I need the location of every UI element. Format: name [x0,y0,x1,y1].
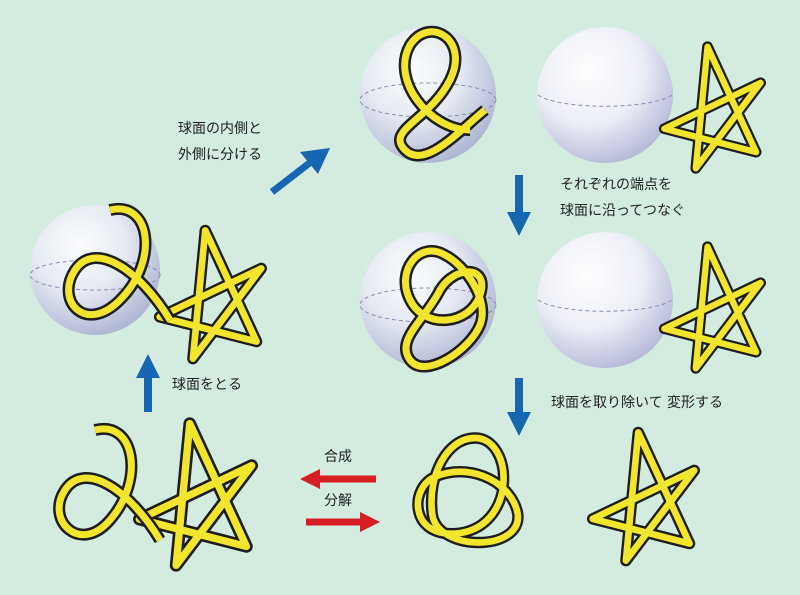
label-split-sphere-line1: 球面の内側と [178,121,262,137]
arrow-down-1 [507,175,531,236]
trefoil-inside-sphere [359,25,497,163]
star-knot [593,432,695,560]
label-split-sphere-line2: 外側に分ける [178,147,262,163]
star-closed-with-sphere [537,232,761,368]
trefoil-closed-in-sphere [359,232,497,373]
label-compose: 合成 [324,449,352,465]
label-decompose: 分解 [324,493,352,509]
arrow-left-red [300,469,376,489]
arrow-right-red [306,512,380,532]
label-connect-ends-line2: 球面に沿ってつなぐ [560,203,686,219]
arrow-up-right [269,148,330,195]
label-take-sphere: 球面をとる [172,377,242,393]
star-outside-sphere [537,27,761,168]
trefoil-knot [418,438,518,543]
composite-knot [53,424,252,566]
arrow-up [136,354,160,412]
label-remove-sphere: 球面を取り除いて 変形する [551,395,724,411]
arrow-down-2 [507,378,531,436]
label-connect-ends-line1: それぞれの端点を [560,177,672,193]
composite-knot-with-sphere [29,202,261,359]
